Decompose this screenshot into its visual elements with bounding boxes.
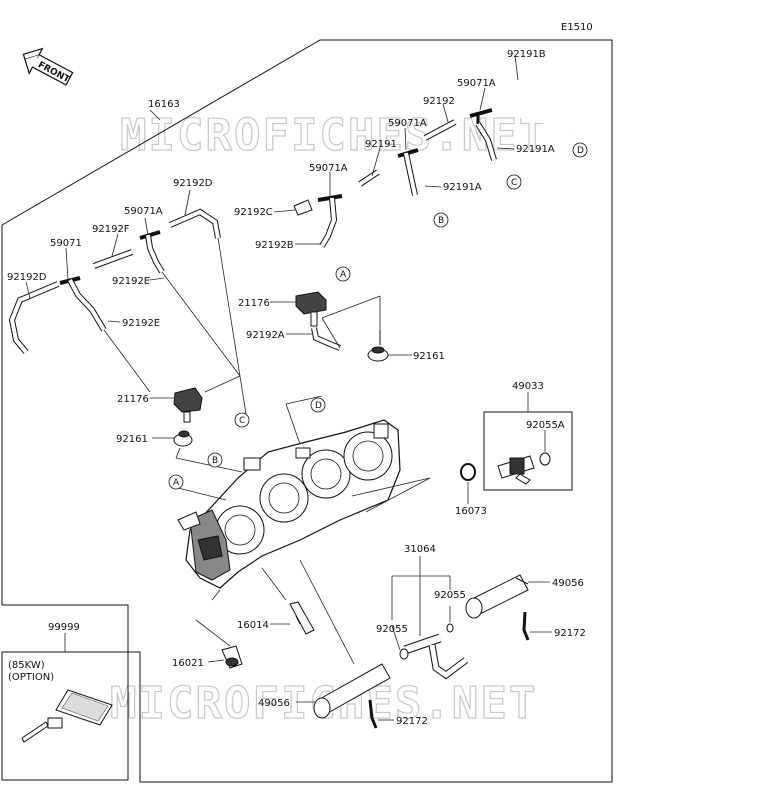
delivery-pipe-right — [465, 574, 530, 641]
label-49056: 49056 — [552, 578, 584, 589]
label-59071a: 59071A — [457, 78, 496, 89]
label-92192d: 92192D — [7, 272, 47, 283]
watermark-top: MICROFICHES.NET — [120, 110, 547, 161]
label-92172: 92172 — [396, 716, 428, 727]
option-plate — [55, 689, 113, 726]
svg-text:C: C — [511, 178, 517, 188]
label-49056: 49056 — [258, 698, 290, 709]
leader-lines — [25, 55, 552, 721]
injector-49033 — [483, 411, 573, 491]
o-ring-16073 — [460, 463, 476, 481]
label-59071: 59071 — [50, 238, 82, 249]
label-92191a: 92191A — [443, 182, 482, 193]
label-92192c: 92192C — [234, 207, 273, 218]
svg-text:C: C — [239, 416, 245, 426]
label-92055: 92055 — [376, 624, 408, 635]
label-16163: 16163 — [148, 99, 180, 110]
option-note-1: (85KW) — [8, 660, 45, 671]
throttle-body-assembly — [177, 419, 401, 589]
label-92192a: 92192A — [246, 330, 285, 341]
svg-text:D: D — [315, 401, 322, 411]
pressure-sensor-lower — [173, 387, 203, 423]
svg-text:A: A — [173, 478, 180, 488]
callout-c-top: C — [506, 174, 522, 190]
label-92192: 92192 — [423, 96, 455, 107]
svg-text:D: D — [577, 146, 584, 156]
callout-c-low: C — [234, 412, 250, 428]
label-92172: 92172 — [554, 628, 586, 639]
grommet-92161-left — [173, 430, 193, 447]
label-16021: 16021 — [172, 658, 204, 669]
label-49033: 49033 — [512, 381, 544, 392]
fuel-hose-31064 — [399, 623, 469, 680]
callout-d-top: D — [572, 142, 588, 158]
label-21176: 21176 — [117, 394, 149, 405]
label-92192e: 92192E — [122, 318, 160, 329]
option-box-title: 99999 — [48, 622, 80, 633]
label-92192d: 92192D — [173, 178, 213, 189]
label-92055a: 92055A — [526, 420, 565, 431]
label-92191b: 92191B — [507, 49, 546, 60]
label-16073: 16073 — [455, 506, 487, 517]
callout-a-top: A — [335, 266, 351, 282]
label-92161: 92161 — [413, 351, 445, 362]
screw-16014 — [289, 601, 315, 635]
label-92161: 92161 — [116, 434, 148, 445]
label-31064: 31064 — [404, 544, 436, 555]
callout-a-low: A — [168, 474, 184, 490]
svg-text:B: B — [212, 456, 218, 466]
screw-16021 — [221, 645, 243, 669]
grommet-92161-right — [367, 330, 389, 362]
label-92192e: 92192E — [112, 276, 150, 287]
label-16014: 16014 — [237, 620, 269, 631]
label-92191: 92191 — [365, 139, 397, 150]
label-59071a: 59071A — [124, 206, 163, 217]
label-59071a: 59071A — [309, 163, 348, 174]
label-59071a: 59071A — [388, 118, 427, 129]
delivery-pipe-left — [313, 663, 391, 729]
label-92192f: 92192F — [92, 224, 130, 235]
option-note-2: (OPTION) — [8, 672, 54, 683]
label-92191a: 92191A — [516, 144, 555, 155]
label-92192b: 92192B — [255, 240, 294, 251]
callout-b-top: B — [433, 212, 449, 228]
pressure-sensor-upper — [295, 291, 327, 327]
front-arrow-icon: FRONT — [22, 47, 74, 86]
label-92055: 92055 — [434, 590, 466, 601]
assembly-frame — [1, 39, 613, 783]
label-21176: 21176 — [238, 298, 270, 309]
option-bolt — [21, 717, 63, 743]
part-labels: 16163 92191B 59071A 92192 59071A 92191 9… — [7, 49, 586, 727]
svg-text:B: B — [438, 216, 444, 226]
callout-b-low: B — [207, 452, 223, 468]
svg-text:A: A — [340, 270, 347, 280]
callout-d-low: D — [310, 397, 326, 413]
diagram-code: E1510 — [561, 22, 593, 33]
